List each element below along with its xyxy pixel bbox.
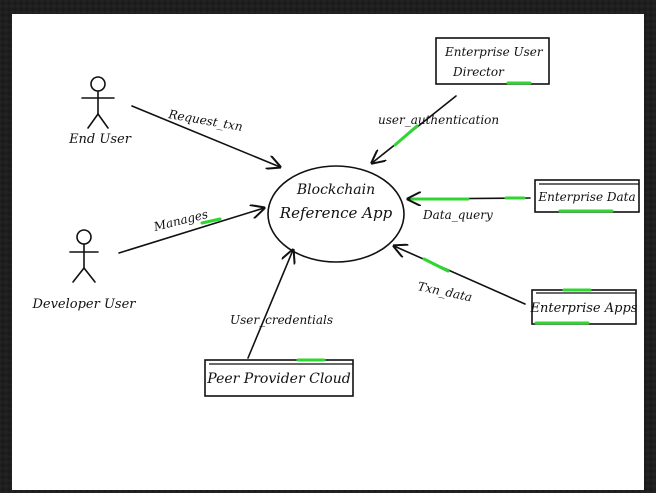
manages-label: Manages bbox=[151, 207, 209, 234]
developer-user-actor: Developer User bbox=[31, 229, 136, 312]
user-authentication-label: user_authentication bbox=[378, 113, 499, 127]
enterprise-data-box: Enterprise Data bbox=[534, 179, 640, 213]
end-user-actor: End User bbox=[68, 76, 132, 147]
enterprise-user-director-box: Enterprise User Director bbox=[435, 37, 550, 85]
txn-data-label: Txn_data bbox=[416, 279, 473, 304]
director-label-line2: Director bbox=[452, 65, 505, 79]
diagram-canvas: Blockchain Reference App End User Develo… bbox=[12, 14, 644, 490]
peer-provider-cloud-label: Peer Provider Cloud bbox=[206, 371, 350, 387]
stick-figure-icon bbox=[69, 229, 99, 283]
enterprise-apps-label: Enterprise Apps bbox=[530, 301, 638, 316]
end-user-label: End User bbox=[68, 132, 132, 147]
edge-request-txn: Request_txn bbox=[131, 105, 280, 167]
center-label-line2: Reference App bbox=[279, 204, 393, 222]
data-query-label: Data_query bbox=[422, 208, 493, 222]
edge-txn-data: Txn_data bbox=[394, 246, 526, 305]
peer-provider-cloud-box: Peer Provider Cloud bbox=[204, 358, 354, 397]
edge-user-credentials: User_credentials bbox=[230, 250, 333, 359]
user-credentials-label: User_credentials bbox=[230, 313, 333, 327]
edge-data-query: Data_query bbox=[408, 198, 531, 222]
center-ellipse bbox=[267, 165, 405, 263]
edge-manages: Manages bbox=[118, 207, 264, 254]
developer-user-label: Developer User bbox=[31, 297, 136, 312]
center-node: Blockchain Reference App bbox=[267, 165, 405, 263]
request-txn-label: Request_txn bbox=[166, 107, 243, 134]
edge-user-authentication: user_authentication bbox=[372, 95, 499, 163]
director-label-line1: Enterprise User bbox=[444, 45, 544, 59]
enterprise-apps-box: Enterprise Apps bbox=[530, 288, 638, 325]
stick-figure-icon bbox=[81, 76, 115, 129]
enterprise-data-label: Enterprise Data bbox=[537, 190, 635, 204]
diagram-svg: Blockchain Reference App End User Develo… bbox=[31, 37, 640, 397]
center-label-line1: Blockchain bbox=[296, 182, 375, 198]
